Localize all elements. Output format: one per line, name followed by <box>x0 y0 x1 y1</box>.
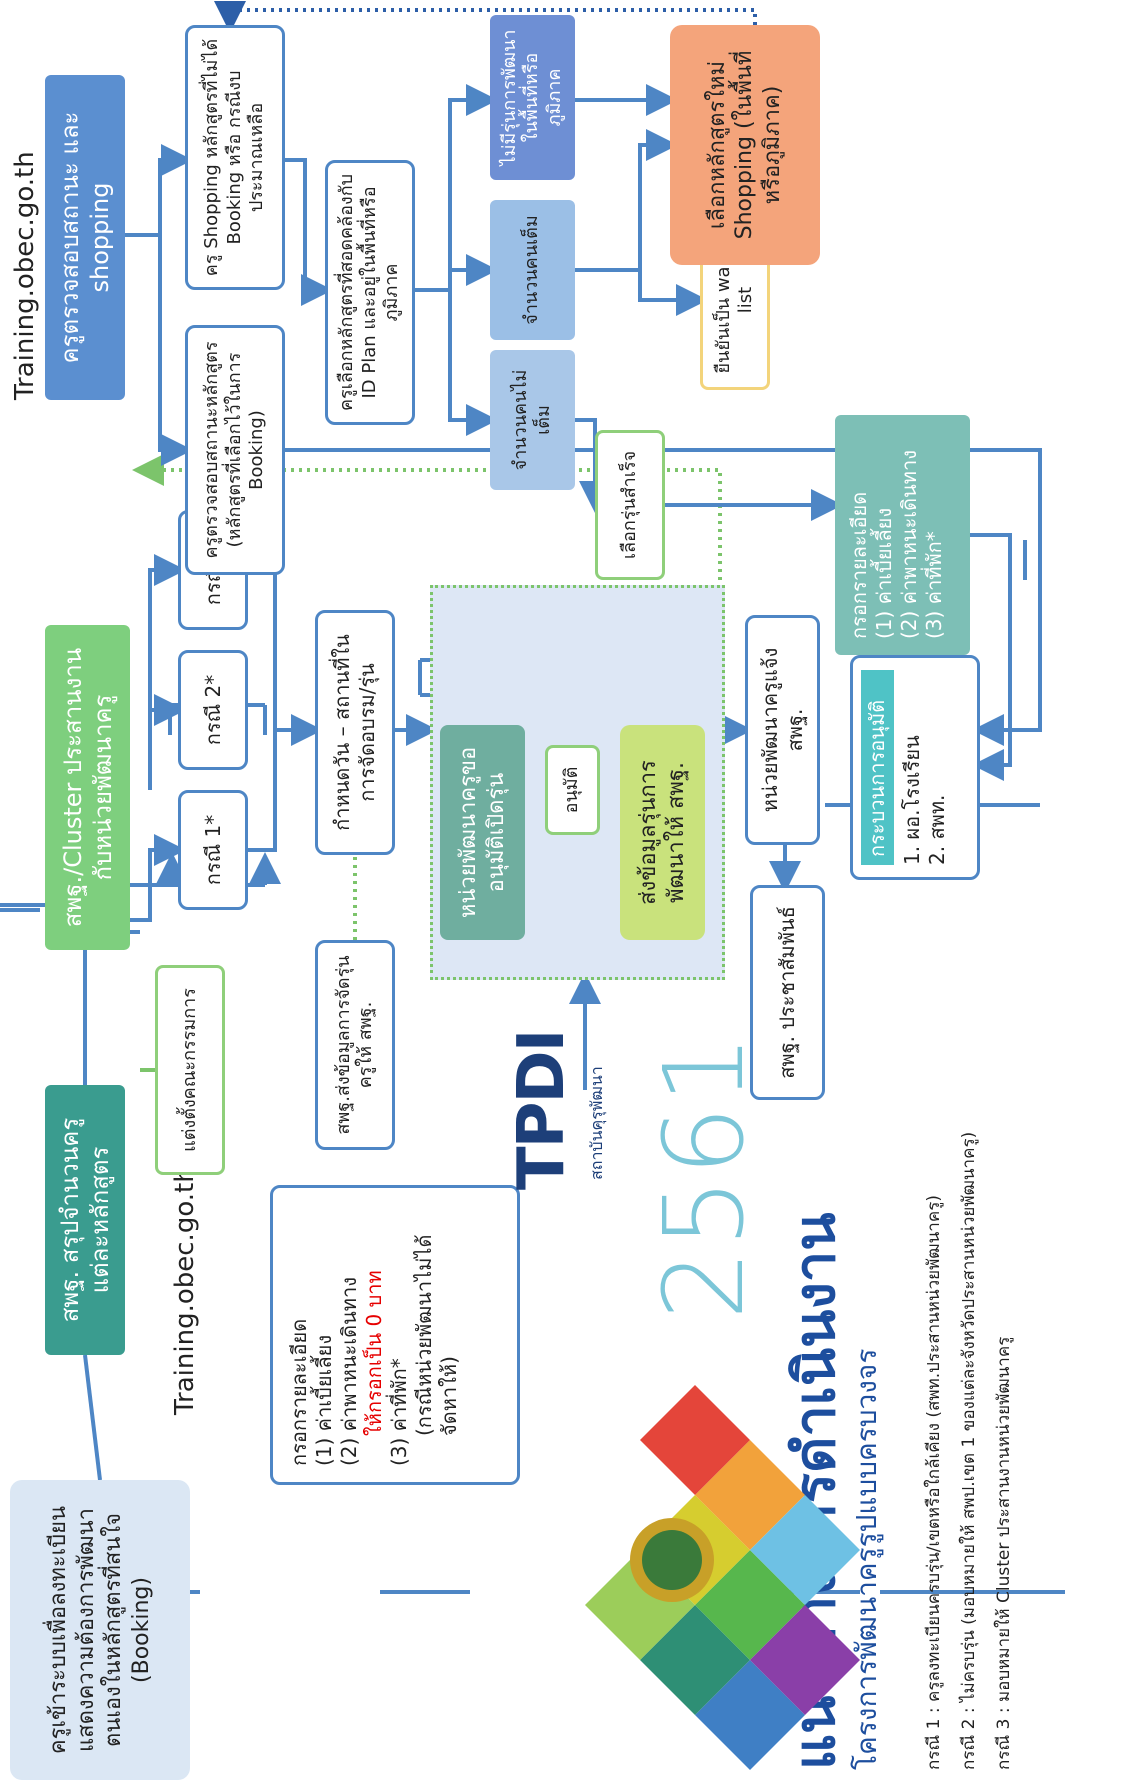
shopping-box-text: ครู Shopping หลักสูตรที่ไม่ได้ Booking ห… <box>201 38 268 277</box>
not-full-box: จำนวนคนไม่เต็ม <box>490 350 575 490</box>
arrow-select-noarea <box>448 84 498 290</box>
summary-box-text: สพฐ. สรุปจำนวนครูแต่ละหลักสูตร <box>56 1117 114 1323</box>
check-box: ครูตรวจสอบสถานะ และ shopping <box>45 75 125 400</box>
pr-box: สพฐ. ประชาสัมพันธ์ <box>750 885 825 1100</box>
arrow-check-status <box>125 233 193 466</box>
arrow-shopping-select <box>285 158 333 306</box>
approval-item-2: 2. สพท. <box>925 794 949 865</box>
committee-box-text: แต่งตั้งคณะกรรมการ <box>178 988 200 1152</box>
arrow-booking-summary <box>83 1354 102 1481</box>
new-course-box: เลือกหลักสูตรใหม่ Shopping (ในพื้นที่หรื… <box>670 25 820 265</box>
new-course-text: เลือกหลักสูตรใหม่ Shopping (ในพื้นที่หรื… <box>704 50 785 240</box>
cluster-box: สพฐ./Cluster ประสานงานกับหน่วยพัฒนาครู <box>45 625 130 950</box>
approval-title: กระบวนการอนุมัติ <box>861 670 894 865</box>
send-data-box: ส่งข้อมูลรุ่นการพัฒนาให้ สพฐ. <box>620 725 705 940</box>
dotted-container-check <box>132 454 722 580</box>
unit-request-text: หน่วยพัฒนาครูขออนุมัติเปิดรุ่น <box>456 746 509 919</box>
footnote-2: กรณี 2 : ไม่ครบรุ่น (มอบหมายให้ สพป.เขต … <box>959 1131 979 1770</box>
footnote-1: กรณี 1 : ครูลงทะเบียนครบรุ่น/เขตหรือใกล้… <box>924 1195 944 1770</box>
right-fill-item-2: (2) ค่าพาหนะเดินทาง <box>897 450 921 639</box>
case-2-box: กรณี 2* <box>178 650 248 770</box>
no-area-text: ไม่มีรุ่นการพัฒนาในพื้นที่หรือภูมิภาค <box>498 29 565 166</box>
arrow-full-waiting <box>638 270 708 316</box>
choose-batch-box: เลือกรุ่นสำเร็จ <box>595 430 665 580</box>
check-status-text: ครูตรวจสอบสถานะหลักสูตร (หลักสูตรที่เลือ… <box>201 341 268 559</box>
choose-batch-text: เลือกรุ่นสำเร็จ <box>618 450 640 560</box>
case-2-text: กรณี 2* <box>200 674 225 746</box>
approve-text: อนุมัติ <box>561 766 583 814</box>
approval-process-box: กระบวนการอนุมัติ 1. ผอ.โรงเรียน 2. สพท. <box>850 655 980 880</box>
arrow-check-shopping <box>158 144 193 235</box>
not-full-text: จำนวนคนไม่เต็ม <box>510 369 554 471</box>
approve-box: อนุมัติ <box>545 745 600 835</box>
cluster-box-text: สพฐ./Cluster ประสานงานกับหน่วยพัฒนาครู <box>58 647 117 928</box>
case-1-box: กรณี 1* <box>178 790 248 910</box>
tpdi-caption: สถาบันคุรุพัฒนา <box>587 1066 606 1180</box>
select-course-text: ครูเลือกหลักสูตรที่สอดคล้องกับ ID Plan แ… <box>336 173 403 412</box>
arrow-fill-approval <box>970 533 1012 781</box>
tpdi-logo: TPDI <box>505 1031 579 1191</box>
case-1-text: กรณี 1* <box>200 814 225 886</box>
send-data-text: ส่งข้อมูลรุ่นการพัฒนาให้ สพฐ. <box>636 760 689 905</box>
send-info-box: สพฐ.ส่งข้อมูลการจัดรุ่นครูให้ สพฐ. <box>315 940 395 1150</box>
shopping-box: ครู Shopping หลักสูตรที่ไม่ได้ Booking ห… <box>185 25 285 290</box>
full-box: จำนวนคนเต็ม <box>490 200 575 340</box>
footnote-3: กรณี 3 : มอบหมายให้ Cluster ประสานงานหน่… <box>994 1336 1014 1770</box>
select-course-box: ครูเลือกหลักสูตรที่สอดคล้องกับ ID Plan แ… <box>325 160 415 425</box>
tpdi-logo-text: TPDI <box>505 1030 579 1191</box>
unit-inform-text: หน่วยพัฒนาครูแจ้ง สพฐ. <box>757 647 807 813</box>
committee-box: แต่งตั้งคณะกรรมการ <box>155 965 225 1175</box>
right-fill-item-1: (1) ค่าเบี้ยเลี้ยง <box>872 507 896 639</box>
unit-inform-box: หน่วยพัฒนาครูแจ้ง สพฐ. <box>745 615 820 845</box>
right-fill-item-3: (3) ค่าที่พัก* <box>922 531 946 639</box>
full-text: จำนวนคนเต็ม <box>521 215 543 325</box>
arrow-cluster-case3 <box>148 554 186 790</box>
unit-request-box: หน่วยพัฒนาครูขออนุมัติเปิดรุ่น <box>440 725 525 940</box>
right-fill-details-box: กรอกรายละเอียด (1) ค่าเบี้ยเลี้ยง (2) ค่… <box>835 415 970 655</box>
send-info-text: สพฐ.ส่งข้อมูลการจัดรุ่นครูให้ สพฐ. <box>332 955 377 1135</box>
arrow-cluster-case1 <box>130 834 186 922</box>
no-area-box: ไม่มีรุ่นการพัฒนาในพื้นที่หรือภูมิภาค <box>490 15 575 180</box>
schedule-box: กำหนดวัน – สถานที่ในการจัดอบรม/รุ่น <box>315 610 395 855</box>
summary-box: สพฐ. สรุปจำนวนครูแต่ละหลักสูตร <box>45 1085 125 1355</box>
right-site-label: Training.obec.go.th <box>10 151 40 400</box>
pr-box-text: สพฐ. ประชาสัมพันธ์ <box>775 906 799 1079</box>
right-fill-title: กรอกรายละเอียด <box>847 491 871 639</box>
check-status-box: ครูตรวจสอบสถานะหลักสูตร (หลักสูตรที่เลือ… <box>185 325 285 575</box>
approval-item-1: 1. ผอ.โรงเรียน <box>900 735 924 865</box>
schedule-box-text: กำหนดวัน – สถานที่ในการจัดอบรม/รุ่น <box>330 634 379 831</box>
check-box-text: ครูตรวจสอบสถานะ และ shopping <box>56 111 114 364</box>
arrow-full-newcourse <box>575 129 678 272</box>
arrow-select-notfull <box>415 288 498 436</box>
